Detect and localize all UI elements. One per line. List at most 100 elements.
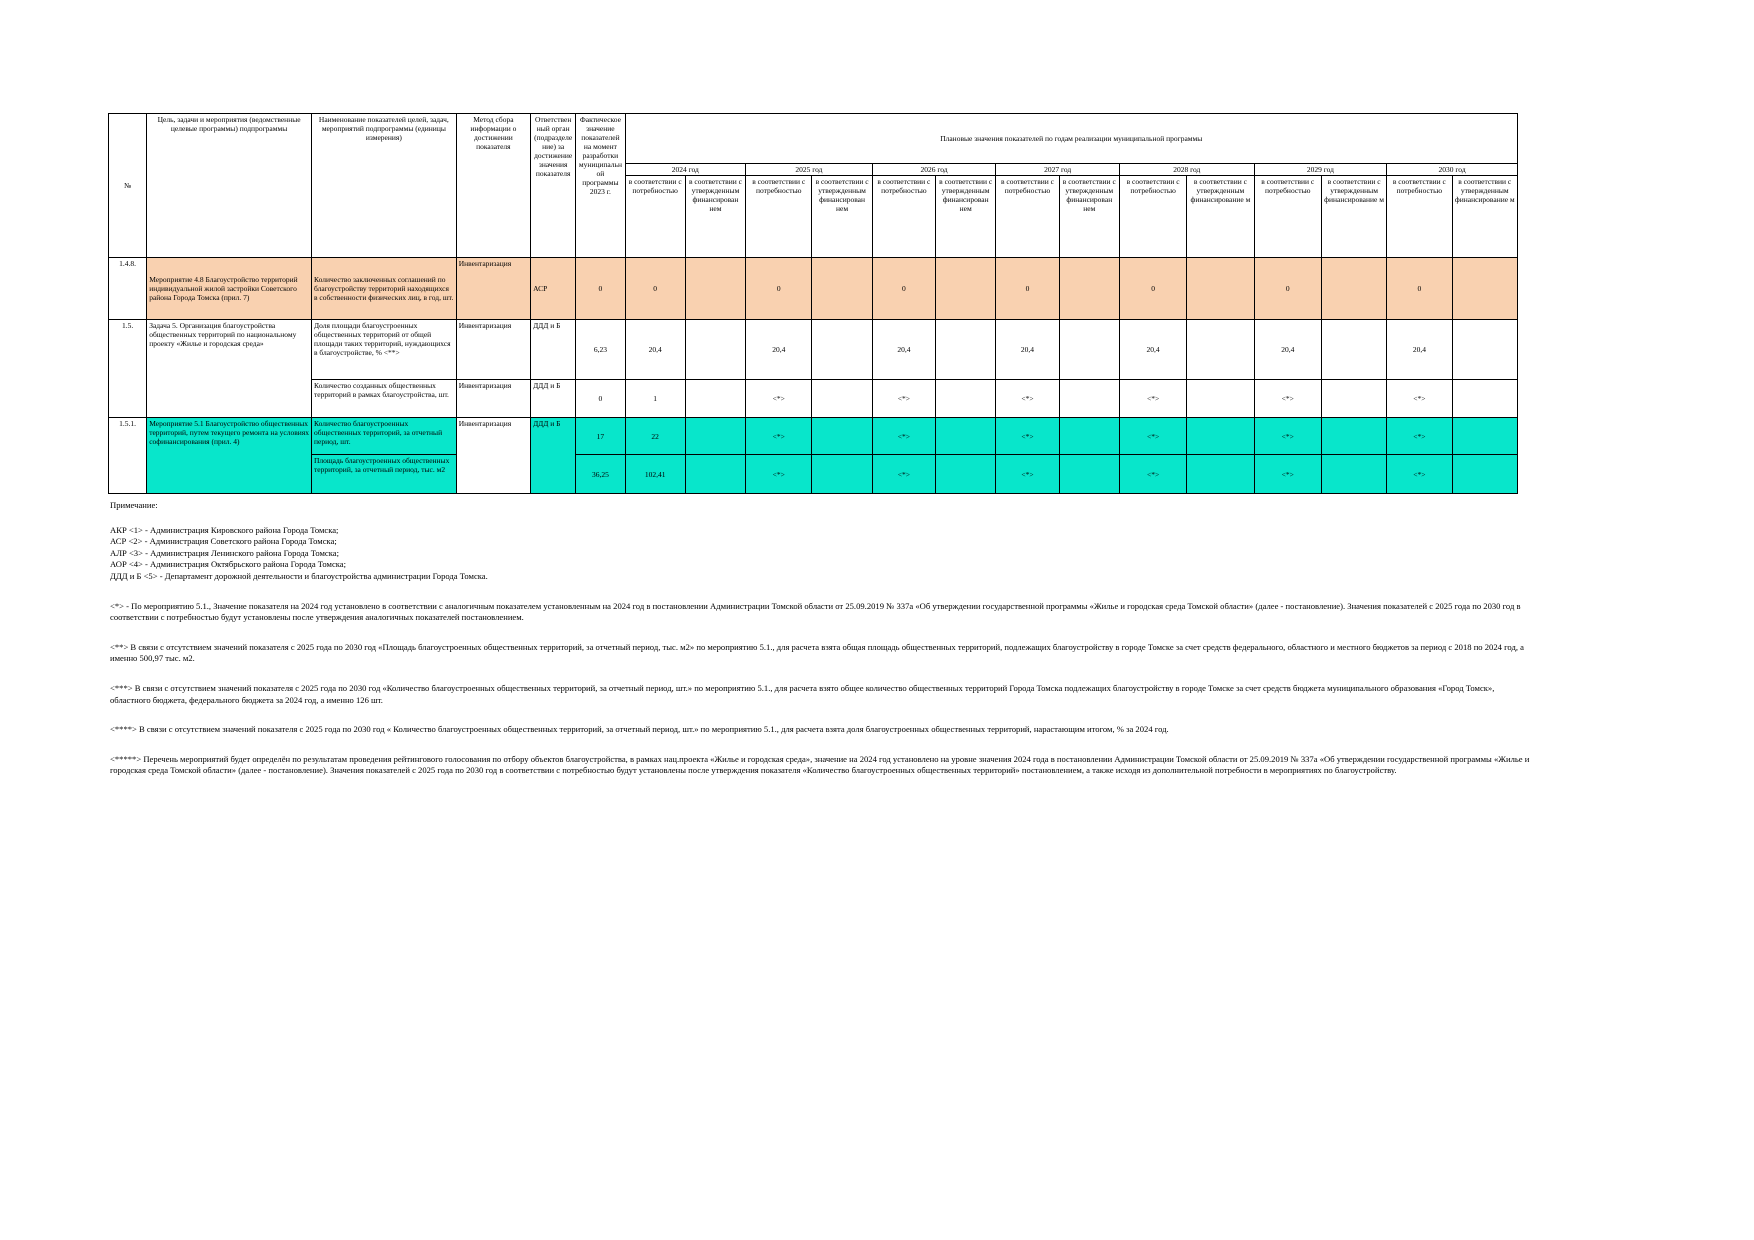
value-cell: 0 — [1386, 257, 1453, 320]
value-cell — [1058, 379, 1120, 418]
value-cell: <*> — [1386, 417, 1453, 455]
header-sub-need: в соответствии с потребностью — [1386, 175, 1453, 258]
header-indicator: Наименование показателей целей, задач, м… — [311, 113, 457, 258]
row-actual: 0 — [575, 257, 626, 320]
value-cell: 1 — [624, 379, 686, 418]
value-cell: <*> — [1386, 454, 1453, 494]
header-year: 2026 год — [871, 163, 997, 176]
table-row-1-5: 1.5. Задача 5. Организация благоустройст… — [107, 319, 1519, 418]
value-cell — [684, 379, 747, 418]
value-cell — [811, 379, 873, 418]
header-sub-need: в соответствии с потребностью — [871, 175, 937, 258]
row-responsible: АСР — [530, 257, 577, 320]
header-actual: Фактическое значение показателей на моме… — [575, 113, 626, 258]
value-cell — [1451, 257, 1519, 320]
header-method: Метод сбора информации о достижении пока… — [455, 113, 532, 258]
value-cell: <*> — [1253, 379, 1322, 418]
row-actual: 17 — [575, 417, 626, 455]
value-cell — [935, 257, 997, 320]
row-method: Инвентаризация — [455, 417, 532, 494]
value-cell — [811, 417, 873, 455]
value-cell: 102,41 — [624, 454, 686, 494]
value-cell — [1058, 454, 1120, 494]
notes-section: Примечание: АКР <1> - Администрация Киро… — [110, 500, 1530, 777]
header-sub-financing: в соответствии с утвержденным финансиров… — [935, 175, 997, 258]
table-row-1-5-b: Количество созданных общественных террит… — [109, 379, 1519, 418]
abbreviation-line: АЛР <3> - Администрация Ленинского район… — [110, 547, 339, 558]
value-cell — [1451, 379, 1519, 418]
indicators-table: № Цель, задачи и мероприятия (ведомствен… — [107, 113, 1519, 494]
footnote: <***> В связи с отсутствием значений пок… — [110, 682, 1495, 705]
footnote: <*****> Перечень мероприятий будет опред… — [110, 753, 1530, 776]
value-cell — [1451, 417, 1519, 455]
row-indicator: Количество благоустроенных общественных … — [311, 417, 457, 455]
abbreviation-line: АСР <2> - Администрация Советского район… — [110, 536, 337, 547]
value-cell: 20,4 — [871, 319, 937, 380]
value-cell: <*> — [871, 379, 937, 418]
abbreviation-line: АОР <4> - Администрация Октябрьского рай… — [110, 559, 347, 570]
row-num: 1.5. — [107, 319, 148, 418]
row-responsible: ДДД и Б — [530, 379, 577, 418]
row-indicator: Площадь благоустроенных общественных тер… — [311, 454, 457, 494]
row-responsible: ДДД и Б — [530, 417, 577, 494]
value-cell — [684, 257, 747, 320]
value-cell: <*> — [745, 417, 813, 455]
header-year: 2025 год — [745, 163, 873, 176]
table-row-1-4-8: 1.4.8. Мероприятие 4.8 Благоустройство т… — [107, 257, 1519, 320]
header-planned: Плановые значения показателей по годам р… — [624, 113, 1519, 164]
abbreviation-line: ДДД и Б <5> - Департамент дорожной деяте… — [110, 570, 488, 581]
header-goal: Цель, задачи и мероприятия (ведомственны… — [146, 113, 312, 258]
row-indicator: Количество созданных общественных террит… — [311, 379, 457, 418]
header-sub-need: в соответствии с потребностью — [995, 175, 1060, 258]
row-method: Инвентаризация — [455, 257, 532, 320]
value-cell — [684, 417, 747, 455]
header-sub-financing: в соответствии с утвержденным финансиров… — [811, 175, 873, 258]
header-year: 2029 год — [1253, 163, 1388, 176]
value-cell: <*> — [995, 379, 1060, 418]
header-sub-financing: в соответствии с утвержденным финансиров… — [1186, 175, 1255, 258]
value-cell: 0 — [745, 257, 813, 320]
value-cell — [811, 319, 873, 380]
value-cell — [1320, 379, 1388, 418]
value-cell: <*> — [995, 417, 1060, 455]
value-cell: <*> — [1118, 454, 1188, 494]
row-num: 1.5.1. — [107, 417, 148, 494]
header-sub-need: в соответствии с потребностью — [1118, 175, 1188, 258]
value-cell: 20,4 — [995, 319, 1060, 380]
header-year: 2027 год — [995, 163, 1120, 176]
header-sub-financing: в соответствии с утвержденным финансиров… — [1320, 175, 1388, 258]
header-year: 2024 год — [624, 163, 747, 176]
value-cell — [1320, 454, 1388, 494]
row-responsible: ДДД и Б — [530, 319, 577, 380]
row-goal: Мероприятие 4.8 Благоустройство территор… — [146, 257, 312, 320]
row-indicator: Количество заключенных соглашений по бла… — [311, 257, 457, 320]
value-cell: <*> — [745, 454, 813, 494]
header-year: 2028 год — [1118, 163, 1255, 176]
header-responsible: Ответственный орган (подразделение) за д… — [530, 113, 577, 258]
value-cell — [684, 319, 747, 380]
value-cell — [935, 417, 997, 455]
indicators-table-container: № Цель, задачи и мероприятия (ведомствен… — [107, 113, 1519, 494]
value-cell — [1058, 257, 1120, 320]
value-cell — [935, 379, 997, 418]
value-cell — [1320, 417, 1388, 455]
value-cell — [1186, 454, 1255, 494]
value-cell: 20,4 — [1253, 319, 1322, 380]
value-cell: <*> — [1118, 417, 1188, 455]
value-cell — [1320, 319, 1388, 380]
value-cell: 20,4 — [1386, 319, 1453, 380]
value-cell — [1320, 257, 1388, 320]
footnote: <**> В связи с отсутствием значений пока… — [110, 641, 1524, 664]
value-cell — [811, 257, 873, 320]
value-cell — [1058, 319, 1120, 380]
value-cell: 0 — [995, 257, 1060, 320]
value-cell — [1058, 417, 1120, 455]
header-year: 2030 год — [1386, 163, 1518, 176]
value-cell: 0 — [1118, 257, 1188, 320]
value-cell — [1451, 319, 1519, 380]
row-method: Инвентаризация — [455, 319, 532, 380]
row-actual: 6,23 — [575, 319, 626, 380]
value-cell — [1451, 454, 1519, 494]
footnote: <****> В связи с отсутствием значений по… — [110, 724, 1169, 735]
abbreviation-line: АКР <1> - Администрация Кировского район… — [110, 524, 339, 535]
